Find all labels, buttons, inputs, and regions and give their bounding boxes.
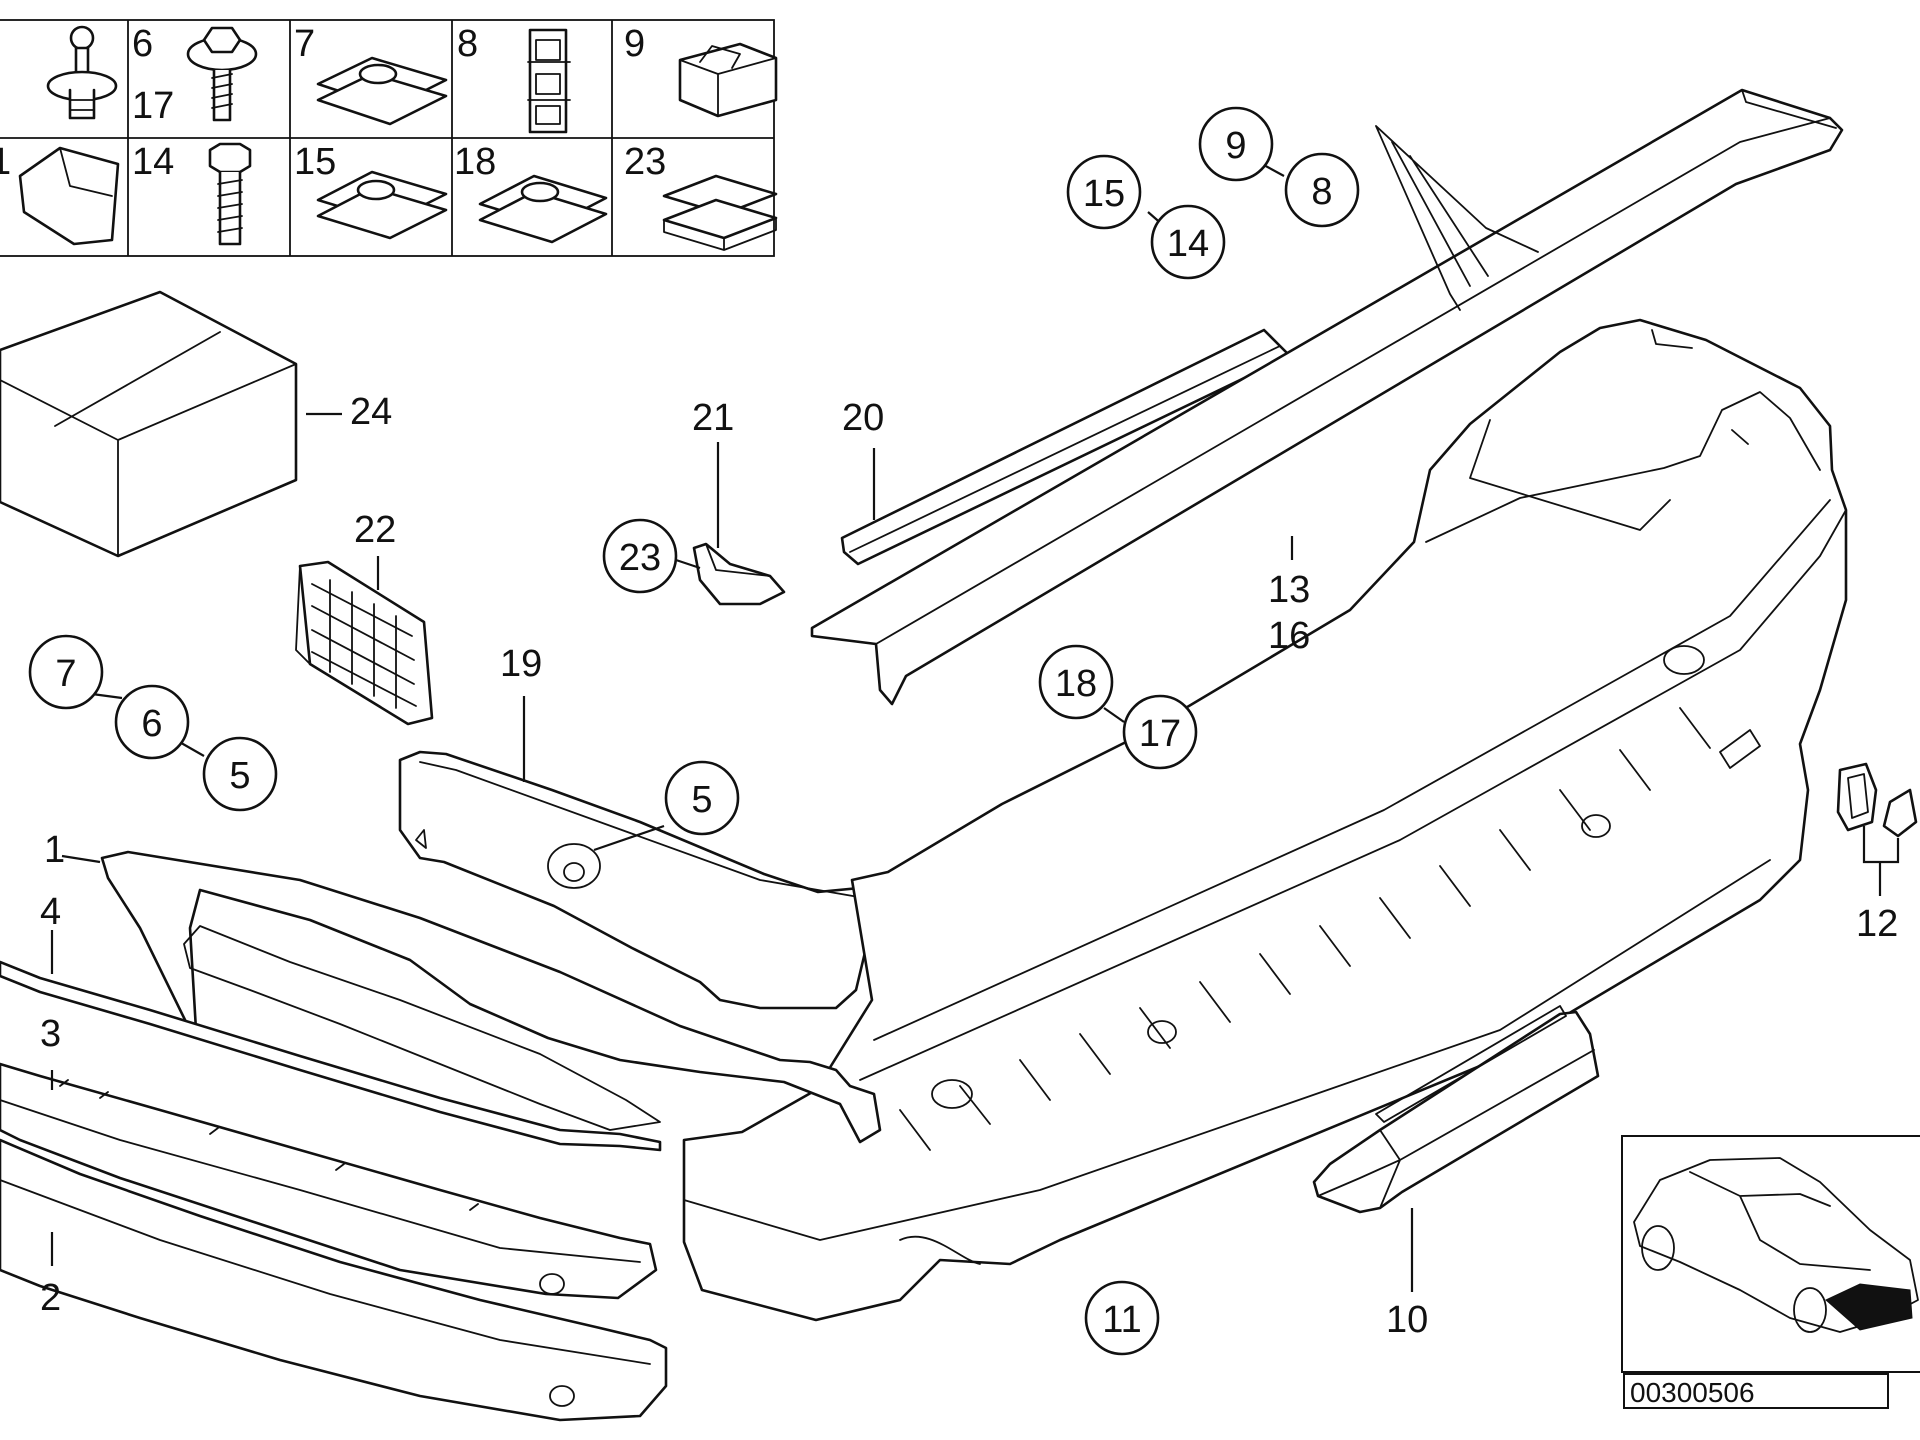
hex-screw-14-icon: [208, 142, 252, 246]
clip-nut-7-icon: [316, 56, 448, 126]
callout-20: 20: [842, 397, 884, 439]
callout-circle-5a: [664, 760, 740, 836]
table-label-18: 18: [454, 141, 496, 183]
table-label-1-partial: 1: [0, 141, 11, 183]
callout-1: 1: [44, 829, 65, 871]
callout-13: 13: [1268, 569, 1310, 611]
callout-circle-23: [602, 518, 678, 594]
callout-circle-8: [1284, 152, 1360, 228]
callout-5b: 5: [229, 755, 250, 797]
callout-9: 9: [1225, 125, 1246, 167]
car-locator-thumbnail: 00300506: [1621, 1135, 1920, 1409]
callout-circle-7: [28, 634, 104, 710]
table-label-23: 23: [624, 141, 666, 183]
clip-1-icon: [18, 146, 120, 246]
adhesive-pad-23-icon: [662, 174, 778, 251]
callout-23: 23: [619, 537, 661, 579]
callout-14: 14: [1167, 223, 1209, 265]
callout-11: 11: [1102, 1299, 1141, 1341]
expanding-rivet-icon: [46, 25, 118, 120]
table-label-14: 14: [132, 141, 174, 183]
parts-table: 6 17 7 8 9 1 14 15 18 23: [0, 19, 778, 257]
rubber-buffer-9-icon: [678, 42, 778, 118]
callout-21: 21: [692, 397, 734, 439]
table-label-7: 7: [294, 23, 315, 65]
callout-circle-15: [1066, 154, 1142, 230]
callout-circle-5b: [202, 736, 278, 812]
part-1-trim-panel: [61, 850, 882, 1144]
table-label-15: 15: [294, 141, 336, 183]
callout-4: 4: [40, 891, 61, 933]
part-21-bracket: [675, 442, 786, 606]
part-13-panel: [810, 88, 1844, 706]
callout-8: 8: [1311, 171, 1332, 213]
callout-6: 6: [141, 703, 162, 745]
callout-10: 10: [1386, 1299, 1428, 1341]
callout-circle-9: [1198, 106, 1274, 182]
part-24-box: [0, 290, 342, 558]
part-19-side-panel: [398, 696, 908, 1010]
part-4-strip: [0, 930, 662, 1152]
clip-nut-15-icon: [316, 170, 448, 240]
callout-3: 3: [40, 1013, 61, 1055]
callout-circle-6: [114, 684, 190, 760]
callout-22: 22: [354, 509, 396, 551]
callouts: 24 22 21 23 20 13 16 19 5 7 6 5 15 14 9 …: [28, 106, 1898, 1356]
callout-circle-11: [1084, 1280, 1160, 1356]
callout-16: 16: [1268, 615, 1310, 657]
callout-circle-17: [1122, 694, 1198, 770]
callout-circle-18: [1038, 644, 1114, 720]
diagram-id: 00300506: [1630, 1377, 1755, 1408]
callout-5a: 5: [691, 779, 712, 821]
callout-19: 19: [500, 643, 542, 685]
part-3-strip: [0, 1062, 658, 1300]
hex-bolt-washer-icon: [186, 26, 258, 122]
bracket-8-icon: [527, 28, 571, 134]
callout-15: 15: [1083, 173, 1125, 215]
table-label-17: 17: [132, 85, 174, 127]
part-11-bumper-body: [682, 318, 1848, 1322]
table-label-6: 6: [132, 23, 153, 65]
part-12-clip: [1836, 762, 1918, 896]
table-label-9: 9: [624, 23, 645, 65]
callout-7: 7: [55, 653, 76, 695]
callout-18: 18: [1055, 663, 1097, 705]
part-2-strip: [0, 1138, 668, 1422]
callout-circle-14: [1150, 204, 1226, 280]
clip-nut-18-icon: [478, 174, 608, 244]
table-label-8: 8: [457, 23, 478, 65]
callout-24: 24: [350, 391, 392, 433]
part-22-grille: [295, 556, 434, 726]
callout-17: 17: [1139, 713, 1181, 755]
callout-2: 2: [40, 1277, 61, 1319]
callout-12: 12: [1856, 903, 1898, 945]
part-10-cover: [1312, 1005, 1600, 1292]
